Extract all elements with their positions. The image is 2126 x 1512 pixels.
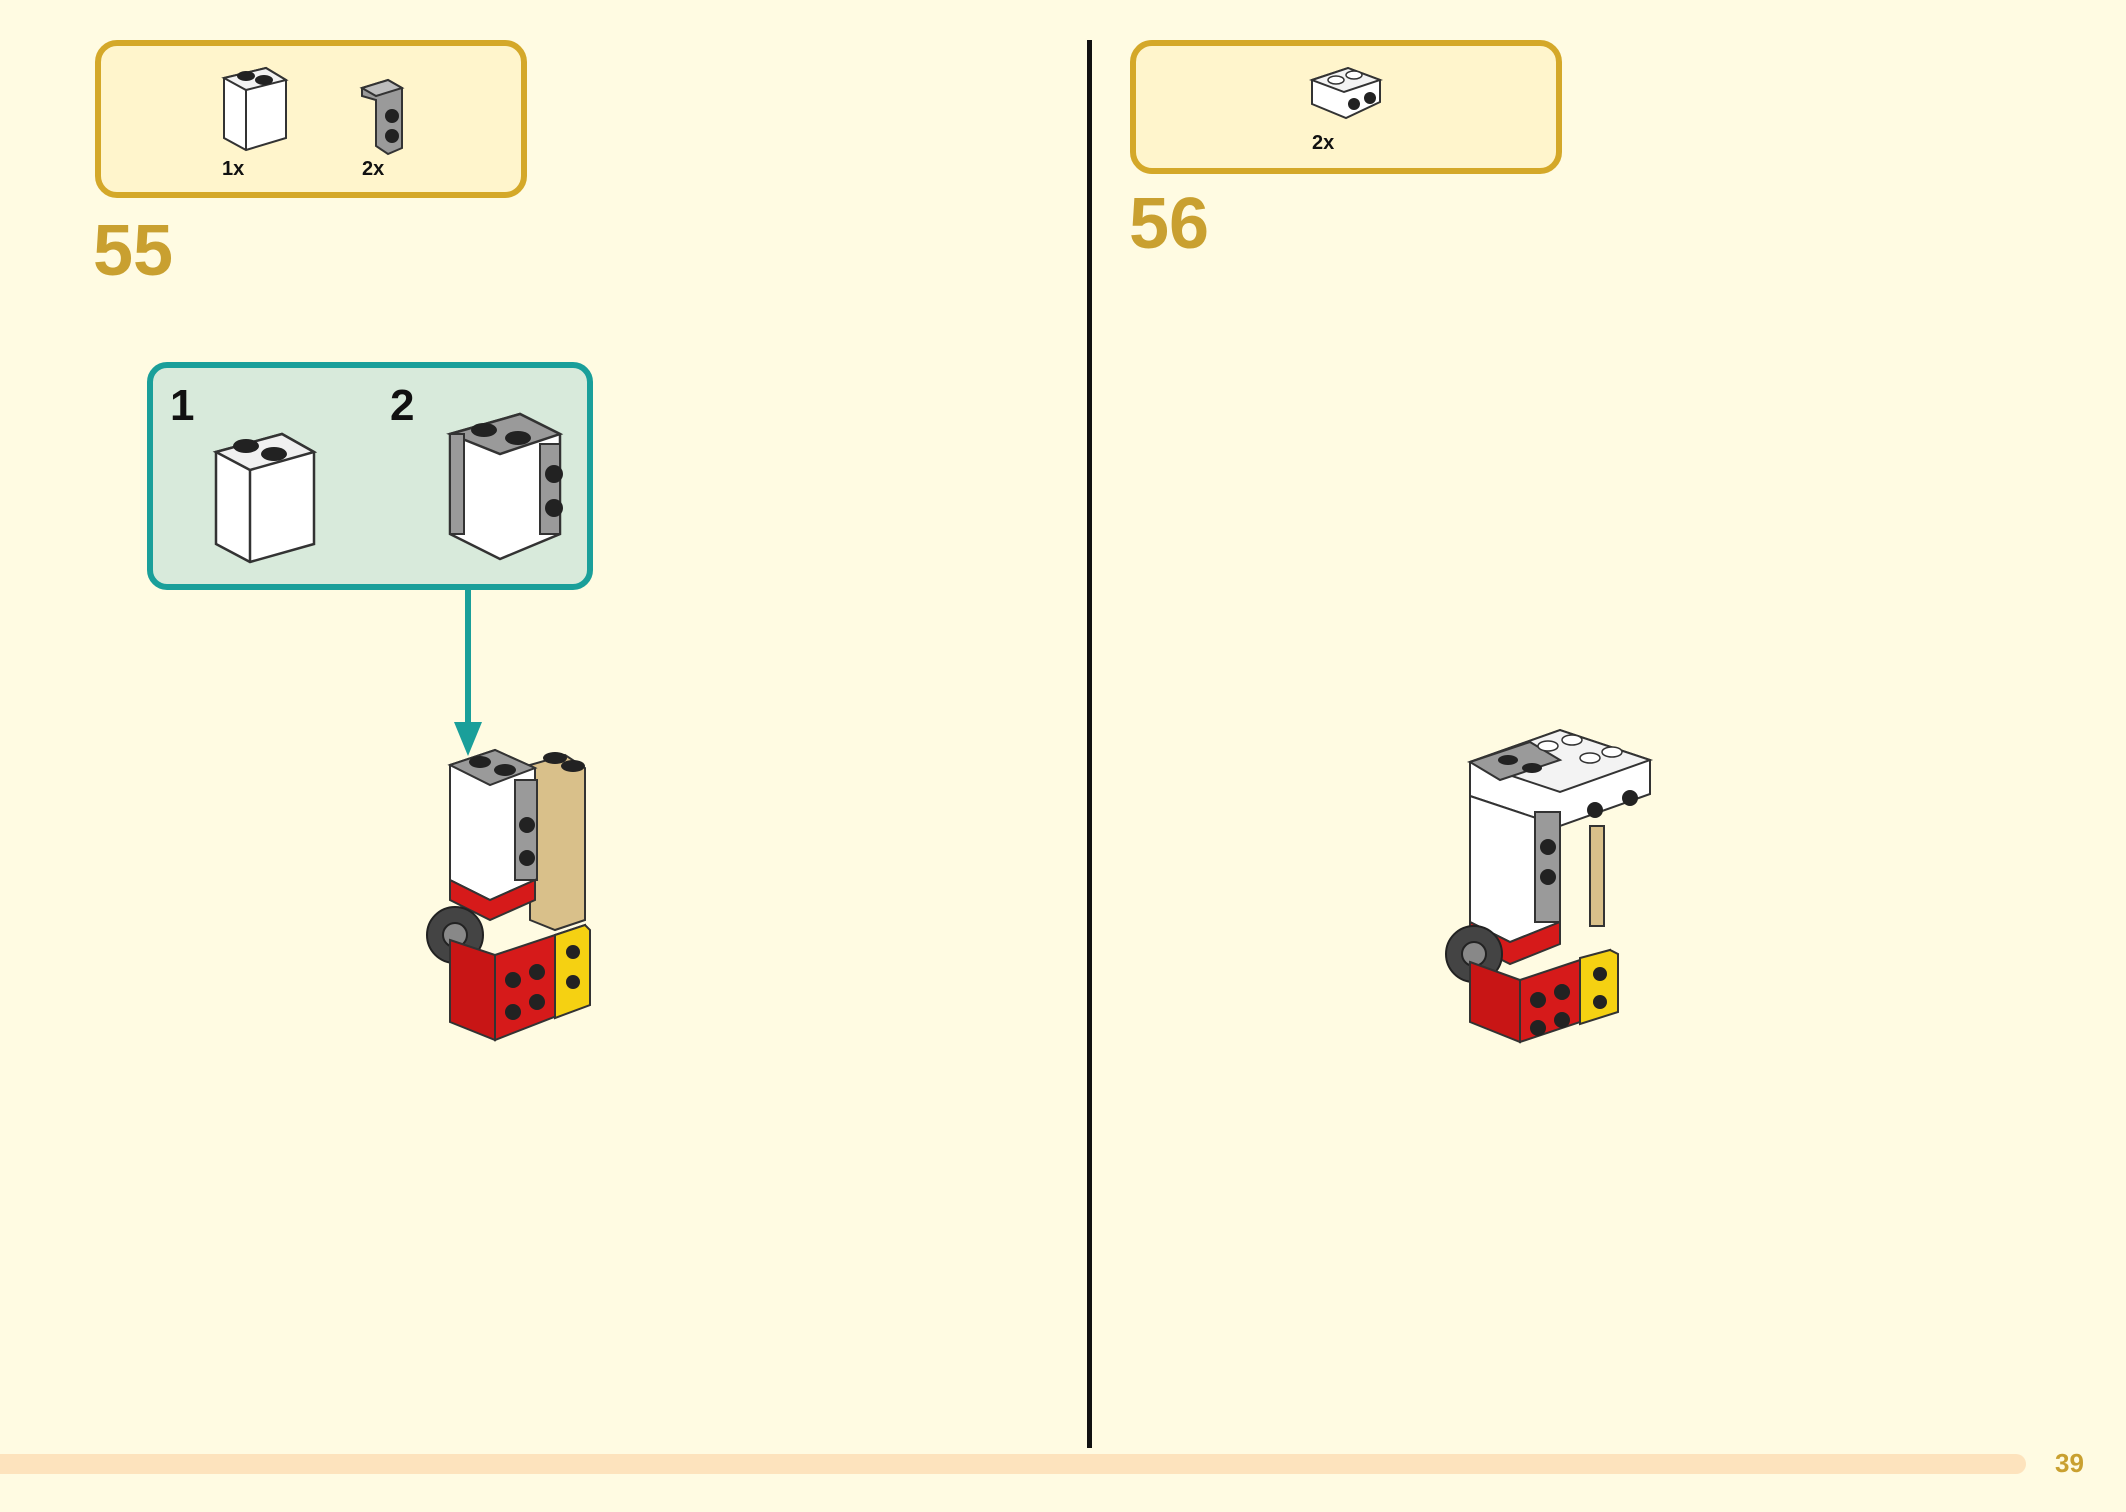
step-number: 55 [93, 211, 174, 291]
build-model-step-55-icon [426, 748, 591, 1042]
step-number: 56 [1129, 184, 1210, 264]
part-qty: 1x [222, 158, 245, 180]
part-qty: 2x [1312, 132, 1335, 154]
white-bracket-plate-icon [1309, 66, 1383, 120]
part-qty: 2x [362, 158, 385, 180]
substep-number: 2 [390, 381, 415, 430]
page-divider [1087, 40, 1092, 1448]
transparent-panel-brick-icon [212, 432, 318, 564]
transparent-panel-brick-icon [221, 66, 289, 152]
substep-number: 1 [170, 381, 195, 430]
footer-bar [0, 1454, 2026, 1474]
build-model-step-56-icon [1445, 728, 1654, 1044]
panel-with-gray-brackets-icon [446, 412, 564, 561]
page-number: 39 [2055, 1448, 2084, 1478]
gray-bracket-icon [359, 78, 405, 156]
parts-list-box-step-55 [95, 40, 527, 198]
subassembly-arrow-icon [454, 588, 482, 756]
